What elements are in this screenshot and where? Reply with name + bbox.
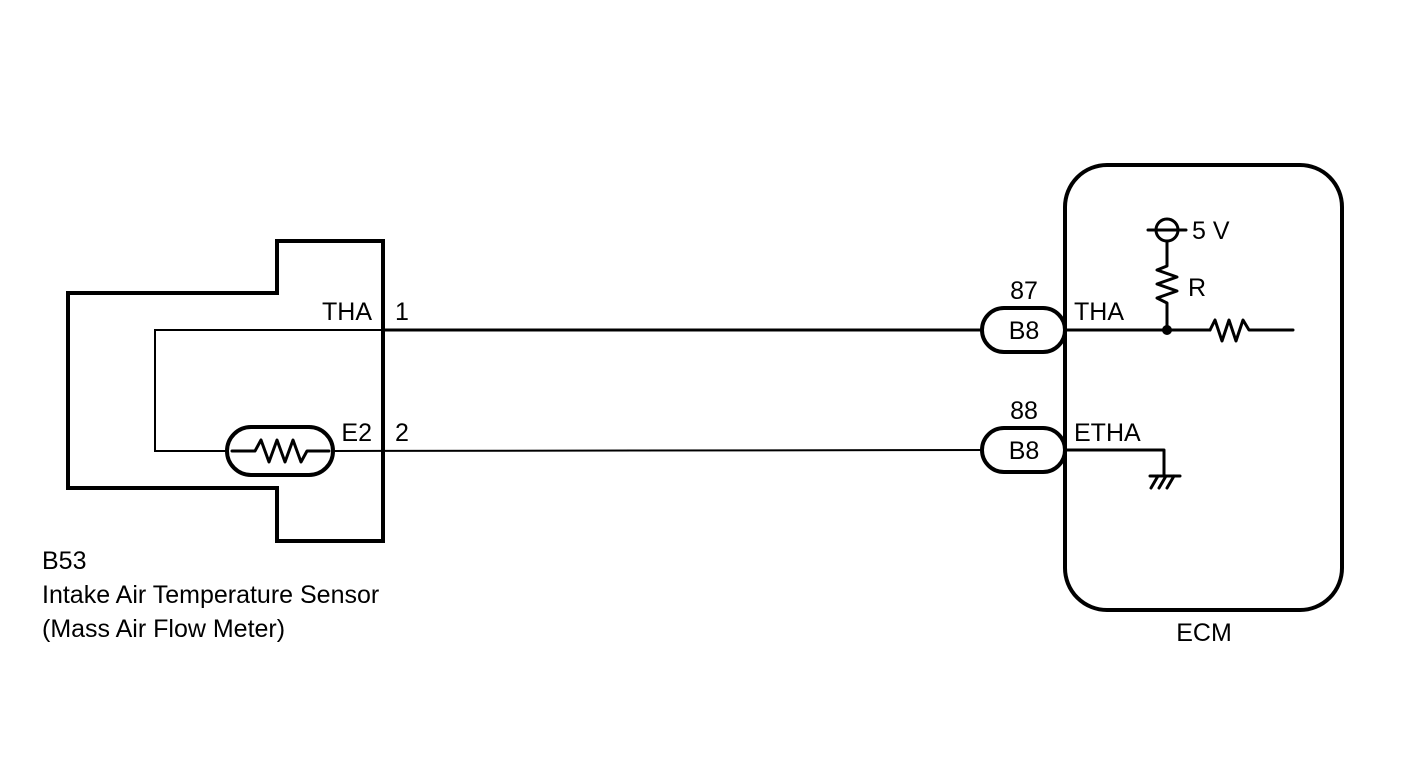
ecm-series-resistor-icon bbox=[1208, 318, 1295, 343]
ecm-box bbox=[1063, 163, 1344, 612]
sensor-subtitle: (Mass Air Flow Meter) bbox=[42, 615, 285, 643]
thermistor-resistor-icon bbox=[230, 438, 331, 464]
sensor-pin2-signal: E2 bbox=[341, 419, 372, 447]
ground-icon bbox=[1149, 474, 1176, 490]
ecm-internal-etha-wire bbox=[1063, 448, 1166, 478]
sensor-name: Intake Air Temperature Sensor bbox=[42, 581, 379, 609]
ecm-label: ECM bbox=[1176, 619, 1232, 647]
sensor-pin1-signal: THA bbox=[322, 298, 372, 326]
ecm-pin88-connector: B8 bbox=[1009, 437, 1040, 465]
sensor-code: B53 bbox=[42, 547, 86, 575]
ecm-pin88-signal: ETHA bbox=[1074, 419, 1141, 447]
supply-voltage-label: 5 V bbox=[1192, 217, 1230, 245]
sensor-pin2-number: 2 bbox=[395, 419, 409, 447]
pullup-resistor-icon bbox=[1155, 240, 1179, 332]
sensor-pin1-number: 1 bbox=[395, 298, 409, 326]
sensor-internal-wire bbox=[154, 329, 383, 452]
ecm-pin87-connector: B8 bbox=[1009, 317, 1040, 345]
ecm-pin87-signal: THA bbox=[1074, 298, 1124, 326]
resistor-label: R bbox=[1188, 274, 1206, 302]
ecm-pin87-number: 87 bbox=[1010, 277, 1038, 305]
sensor-housing bbox=[66, 239, 385, 543]
ecm-pin88-number: 88 bbox=[1010, 397, 1038, 425]
wire-e2 bbox=[332, 449, 991, 452]
